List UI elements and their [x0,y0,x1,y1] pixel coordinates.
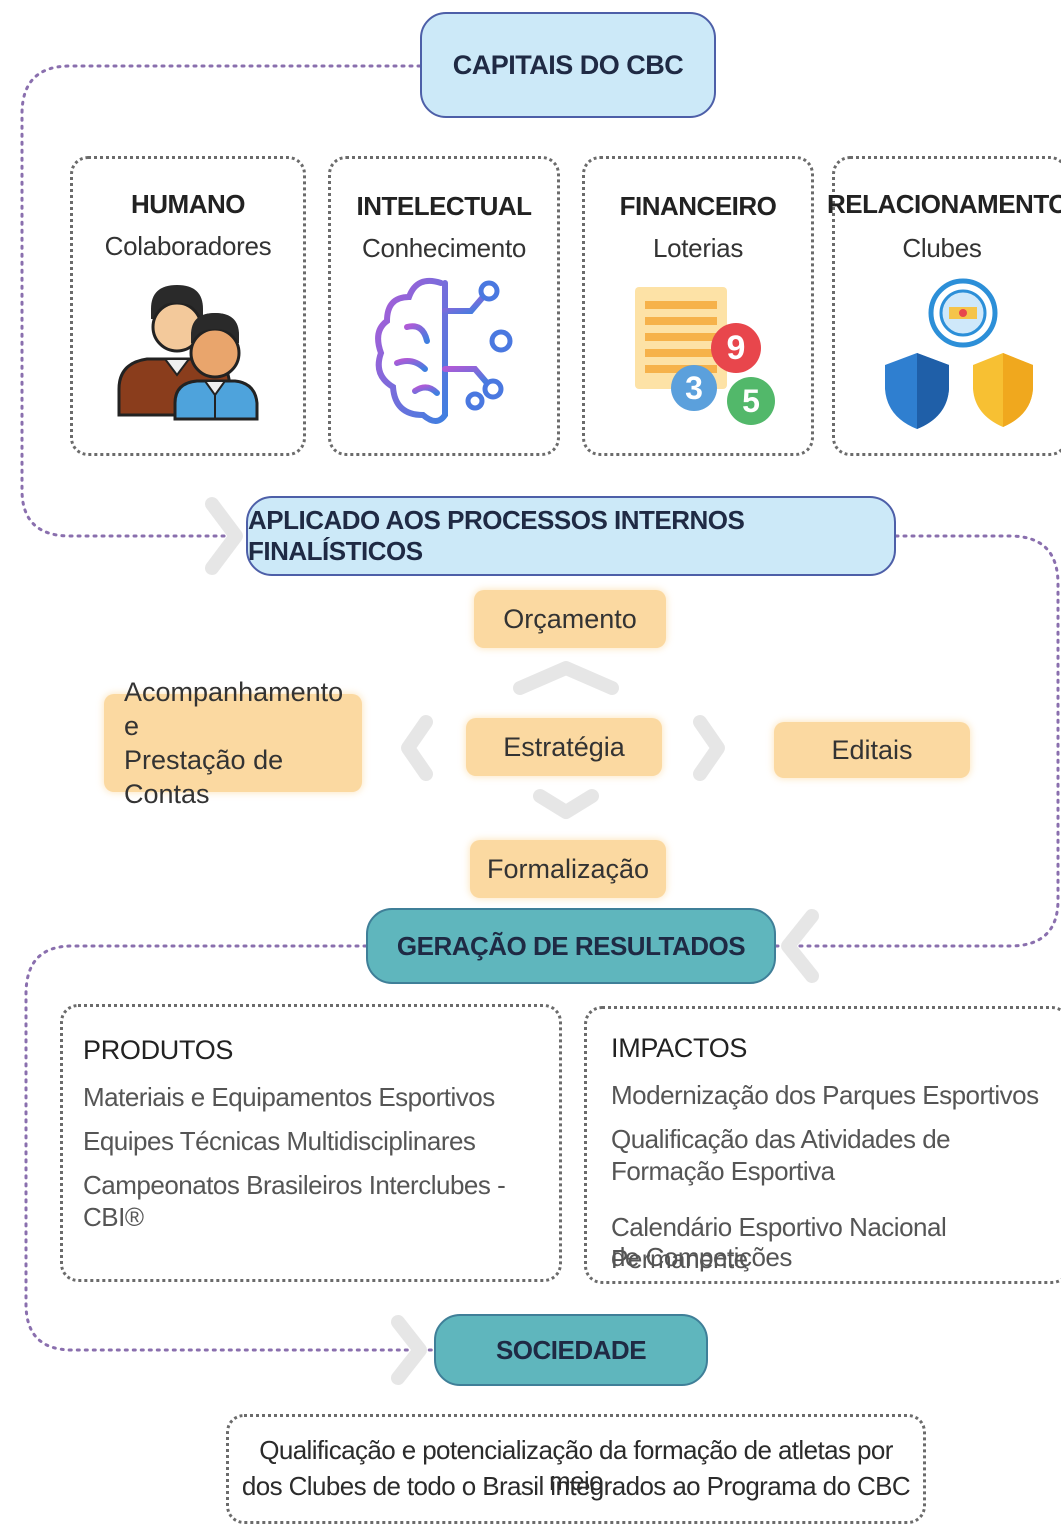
brain-circuit-icon [375,277,513,424]
produtos-title: PRODUTOS [83,1035,234,1065]
impacto-item: Calendário Esportivo Nacional Permanente [611,1212,947,1274]
process-estrategia: Estratégia [466,718,662,776]
capital-title: HUMANO [131,189,246,219]
impactos-title: IMPACTOS [611,1033,748,1063]
process-acompanhamento-line1: Acompanhamento e [124,677,344,741]
produto-item: Materiais e Equipamentos Esportivos [83,1082,495,1112]
capital-title: INTELECTUAL [356,191,532,221]
capital-card-humano: HUMANO Colaboradores [70,156,306,456]
sociedade-text-line1: Qualificação e potencialização da formaç… [259,1435,893,1496]
sociedade-card: Qualificação e potencialização da formaç… [226,1414,926,1524]
connector-capitais-to-processos [20,64,422,538]
sociedade-title: SOCIEDADE [434,1314,708,1386]
capital-subtitle: Clubes [902,233,982,263]
sociedade-text-line2: dos Clubes de todo o Brasil integrados a… [241,1471,911,1501]
resultados-title: GERAÇÃO DE RESULTADOS [366,908,776,984]
chevron-right-icon [205,497,243,575]
chevron-left-icon [401,715,433,781]
process-acompanhamento-line2: Prestação de Contas [124,745,284,809]
impactos-card: IMPACTOS Modernização dos Parques Esport… [584,1006,1061,1284]
capital-subtitle: Colaboradores [104,231,272,261]
capital-title: FINANCEIRO [619,191,777,221]
produtos-card: PRODUTOS Materiais e Equipamentos Esport… [60,1004,562,1282]
capital-card-relacionamento: RELACIONAMENTO Clubes [827,156,1061,456]
chevron-up-icon [513,661,619,695]
lottery-icon: 9 3 5 [631,283,783,425]
lottery-ball: 9 [711,323,761,373]
people-icon [117,285,259,421]
process-editais: Editais [774,722,970,778]
club-shields-icon [885,278,1033,429]
impacto-item: de Competições [611,1242,792,1272]
lottery-ball: 3 [671,365,717,411]
chevron-right-icon [391,1315,427,1385]
process-orcamento: Orçamento [474,590,666,648]
capital-card-intelectual: INTELECTUAL Conhecimento [328,156,560,456]
chevron-left-icon [781,909,819,983]
connector-processos-to-resultados [774,534,1060,948]
processos-title: APLICADO AOS PROCESSOS INTERNOS FINALÍST… [246,496,896,576]
impacto-item: Formação Esportiva [611,1156,835,1186]
connector-resultados-to-sociedade [24,944,436,1352]
impacto-item: Qualificação das Atividades de [611,1124,951,1154]
capital-subtitle: Loterias [652,233,744,263]
chevron-down-icon [533,789,599,819]
capital-card-financeiro: FINANCEIRO Loterias 9 3 5 [582,156,814,456]
produto-item: Campeonatos Brasileiros Interclubes - CB… [83,1170,506,1232]
lottery-ball: 5 [727,377,775,425]
impacto-item: Modernização dos Parques Esportivos [611,1080,1039,1110]
capital-subtitle: Conhecimento [361,233,527,263]
process-acompanhamento: Acompanhamento e Prestação de Contas [104,677,362,809]
process-formalizacao: Formalização [470,840,666,898]
produto-item: Equipes Técnicas Multidisciplinares [83,1126,476,1156]
chevron-right-icon [693,715,725,781]
capital-title: RELACIONAMENTO [827,189,1061,219]
capitais-title: CAPITAIS DO CBC [420,12,716,118]
